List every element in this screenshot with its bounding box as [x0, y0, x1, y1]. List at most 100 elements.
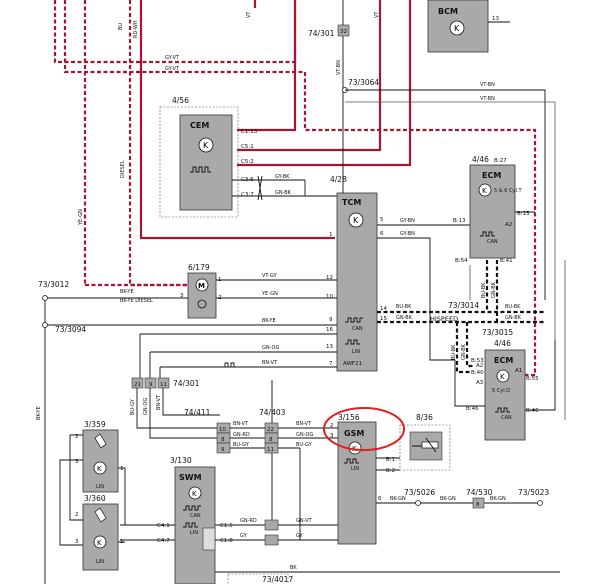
m360-k-glyph: K	[97, 539, 102, 547]
wire-drops-74301	[140, 334, 160, 378]
wire-label-rdwh: RD-WH	[133, 20, 139, 38]
wire-m-to-swm	[118, 468, 125, 542]
wire-label-gybk: GY-BK	[275, 174, 290, 180]
lin-signal-icon	[222, 363, 237, 367]
splice-73-5026	[416, 501, 421, 506]
m360-lin-label: LIN	[96, 559, 104, 565]
ecm2-pin-b46b: B:46	[526, 408, 539, 414]
wire-label-gyvt: GY-VT	[165, 55, 180, 61]
module-motor-ref: 6/179	[188, 263, 210, 272]
swm-pin-c47: C4:7	[157, 538, 170, 544]
m360-pin-3: 3	[75, 539, 79, 545]
connector-74-301-pin-9: 9	[149, 382, 153, 388]
ecm2-pin-a3: A3	[476, 380, 484, 386]
wire-label-bubk: BU-BK	[396, 304, 412, 310]
ecm1-pin-b41: B:41	[500, 258, 513, 264]
wire-label-gnbk2: GN-BK	[396, 315, 413, 321]
tcm-pin-6: 6	[380, 231, 384, 237]
wire-label-bugy: BU-GY	[130, 398, 136, 415]
module-gsm	[338, 422, 376, 544]
connector-74-411-pin-9: 9	[221, 447, 225, 453]
connector-74-301-pin-21: 21	[134, 382, 141, 388]
module-m360-ref: 3/360	[84, 494, 106, 503]
connector-74-301-label: 74/301	[173, 379, 200, 388]
wire-label-bnvt: BN-VT	[262, 360, 278, 366]
gsm-lin-label: LIN	[351, 466, 359, 472]
connector-74-403-pin-22: 22	[267, 427, 274, 433]
ecm1-pin-b27: B:27	[494, 158, 507, 164]
wire-label-gnvt: GN-VT	[296, 518, 313, 524]
wire-label-bkyediesel: BK-YE DIESEL	[120, 298, 153, 304]
m359-lin-label: LIN	[96, 484, 104, 490]
swm-can-icon	[183, 506, 201, 510]
wire-label-bnvt3: BN-VT	[233, 421, 249, 427]
wire-label-gnog2: GN-OG	[143, 398, 149, 415]
splice-73-5026-label: 73/5026	[404, 488, 435, 497]
swm-lin-label: LIN	[190, 530, 198, 536]
ecm1-pin-b13: B:13	[453, 218, 466, 224]
tcm-model: AWF21	[343, 361, 362, 367]
wire-c113	[237, 0, 295, 130]
wire-label-yegn2: YE-GN	[261, 291, 278, 297]
bcm-k-glyph: K	[454, 24, 460, 33]
tcm-can-label: CAN	[352, 326, 363, 332]
ecm2-pin-b55: B:55	[526, 376, 539, 382]
motor-m-glyph: M	[198, 282, 205, 290]
ecm2-pin-b40: B:40	[471, 370, 484, 376]
m360-pin-2: 2	[75, 512, 79, 518]
wire-c51	[237, 0, 380, 150]
wire-label-bkye: BK-YE	[120, 289, 134, 295]
module-swm-ref: 3/130	[170, 456, 192, 465]
connector-74-411-label: 74/411	[184, 408, 211, 417]
tcm-pin-16: 16	[326, 327, 333, 333]
wire-label-bkye3: BK-YE	[262, 318, 276, 324]
wire-label-bubk3: BU-BK	[451, 344, 457, 360]
gsm-pin-2: 2	[330, 423, 334, 429]
swm-pin-c18: C1:8	[220, 538, 233, 544]
wire-label-bkgn3: BK-GN	[490, 496, 506, 502]
wire-label-gybn2: GY-BN	[400, 231, 415, 237]
connector-74-403-pin-8: 8	[269, 437, 273, 443]
swm-pin-c41: C4:1	[157, 523, 170, 529]
wire-label-bu: BU	[118, 23, 124, 30]
swm-can-label: CAN	[190, 513, 201, 519]
wire-label-bubk4: BU-BK	[481, 282, 487, 298]
ecm2-k-glyph: K	[500, 373, 505, 381]
wire-ecm2-b46b	[525, 340, 555, 410]
module-ecm1-name: ECM	[482, 171, 501, 180]
splice-73-3014-label: 73/3014	[448, 301, 479, 310]
gsm-pin-6: 6	[378, 496, 382, 502]
wire-gybn2	[377, 238, 455, 360]
module-gsm-name: GSM	[344, 429, 364, 438]
wire-label-gy: GY	[240, 533, 248, 539]
module-gsm-ref: 3/156	[338, 413, 360, 422]
splice-73-4017-label: 73/4017	[262, 575, 293, 584]
connector-74-411-pin-10: 10	[219, 427, 226, 433]
m359-pin-1: 1	[120, 466, 124, 472]
splice-73-3094	[43, 323, 48, 328]
ecm1-k-glyph: K	[482, 187, 487, 195]
connector-74-403-pin-11: 11	[267, 447, 274, 453]
wire-m359-m360-a	[70, 435, 83, 520]
module-cem-name: CEM	[190, 121, 209, 130]
splice-73-3064-label: 73/3064	[348, 78, 379, 87]
wire-label-gnbk3: GN-BK	[505, 315, 522, 321]
wire-label-bugy3: BU-GY	[296, 442, 313, 448]
connector-74-530-label: 74/530	[466, 488, 493, 497]
ecm2-pin-a2: A2	[476, 363, 483, 369]
ecm1-can-label: CAN	[487, 239, 498, 245]
ecm2-pin-b46: B:46	[466, 406, 479, 412]
cem-pin-5: C3:7	[241, 192, 254, 198]
module-ecm1-ref: 4/46	[472, 155, 489, 164]
connector-74-301-top-label: 74/301	[308, 29, 335, 38]
tcm-pin-9: 9	[329, 317, 333, 323]
wire-label-vt-top: VT	[246, 11, 252, 18]
module-ecm2-name: ECM	[494, 356, 513, 365]
wire-label-bubk2: BU-BK	[505, 304, 521, 310]
tcm-k-glyph: K	[353, 216, 359, 225]
wire-label-gnbk5: GN-BK	[491, 281, 497, 298]
ecm2-desc: 5 Cyl.D	[492, 388, 510, 394]
module-tcm-ref: 4/28	[330, 175, 347, 184]
wire-label-vtbn-r: VT-BN	[480, 82, 495, 88]
